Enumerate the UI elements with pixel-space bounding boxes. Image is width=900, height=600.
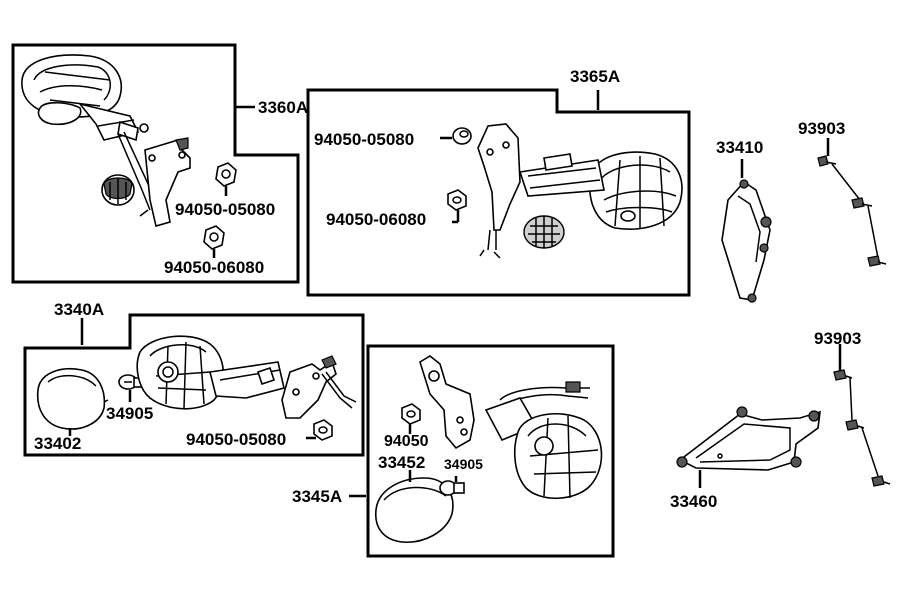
cover-33460-part: 33460: [670, 406, 821, 511]
socket-3365A-part: [523, 215, 565, 249]
screws-93903-a-part: 93903: [798, 119, 887, 267]
bracket-3340A-part: [281, 355, 357, 419]
lens-33452-part: [375, 470, 454, 543]
label-94050: 94050: [384, 433, 429, 450]
label-94050-06080-b: 94050-06080: [326, 210, 426, 229]
cover-33410-part: 33410: [716, 138, 772, 303]
label-94050-05080-b: 94050-05080: [314, 130, 414, 149]
label-33410: 33410: [716, 138, 763, 157]
turn-signal-3365A-part: [518, 151, 683, 230]
screws-93903-b-part: 93903: [814, 329, 891, 487]
label-34905-a: 34905: [106, 404, 153, 423]
label-33402: 33402: [34, 434, 81, 453]
turn-signal-3340A-part: [136, 335, 285, 410]
lens-33402-part: [36, 368, 109, 436]
turn-signal-3345A-part: [484, 397, 603, 499]
label-3345A: 3345A: [292, 487, 342, 506]
label-93903-b: 93903: [814, 329, 861, 348]
bracket-3345A-part: [419, 355, 475, 450]
label-34905-b: 34905: [444, 456, 483, 472]
bracket-3365A-part: [477, 123, 521, 259]
label-93903-a: 93903: [798, 119, 845, 138]
label-33452: 33452: [378, 453, 425, 472]
label-33460: 33460: [670, 492, 717, 511]
nut-94050-06080-a-part: [203, 225, 225, 258]
nut-94050-05080-b-part: [440, 127, 472, 145]
label-3340A: 3340A: [54, 300, 104, 319]
assembly-box-3360A: 3360A 94050-05080 94050-06080: [11, 43, 308, 284]
nut-94050-05080-c-part: [306, 419, 333, 441]
nut-94050-05080-a-part: [215, 162, 237, 196]
label-94050-05080-a: 94050-05080: [175, 200, 275, 219]
label-94050-05080-c: 94050-05080: [186, 430, 286, 449]
nut-94050-d-part: [401, 403, 421, 434]
label-3365A: 3365A: [570, 67, 620, 86]
assembly-box-3365A: 3365A: [306, 67, 691, 297]
assembly-box-3345A: 3345A: [292, 344, 615, 558]
nut-94050-06080-b-part: [447, 189, 467, 224]
label-94050-06080-a: 94050-06080: [164, 258, 264, 277]
label-3360A: 3360A: [258, 98, 308, 117]
turn-signal-3360A-part: [21, 54, 191, 228]
bulb-34905-b-part: [439, 476, 465, 496]
socket-3360A-part: [101, 174, 135, 206]
assembly-box-3340A: 3340A: [23, 300, 365, 457]
